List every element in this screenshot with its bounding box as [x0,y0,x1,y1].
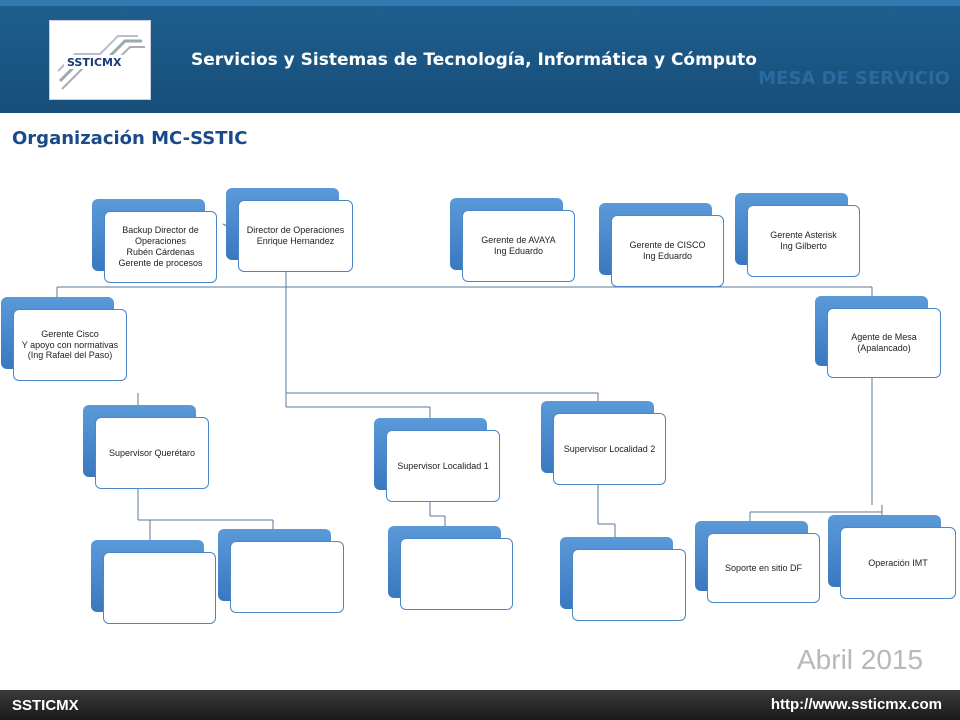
node-gerente-cisco-line1: Gerente Cisco [41,328,99,339]
node-gerente-cisco-line2: Y apoyo con normativas (Ing Rafael del P… [21,339,119,361]
node-sup-loc2-text: Supervisor Localidad 2 [563,443,656,454]
date-label: Abril 2015 [797,644,924,675]
node-sup-loc1-text: Supervisor Localidad 1 [397,460,489,471]
header-band [0,0,960,6]
footer-url-link[interactable]: http://www.ssticmx.com [770,696,942,713]
header-banner: SSTICMX Servicios y Sistemas de Tecnolog… [0,0,960,113]
page-title: Organización MC-SSTIC [12,128,248,149]
node-cisco-line1: Gerente de CISCO [629,240,706,251]
node-soporte-text: Soporte en sitio DF [724,562,803,573]
mesa-de-servicio-label: MESA DE SERVICIO [758,68,950,89]
ssticmx-logo: SSTICMX [49,20,151,100]
node-agente-text: Agente de Mesa (Apalancado) [851,332,917,353]
logo-text: SSTICMX [67,56,122,69]
node-avaya-line1: Gerente de AVAYA [481,235,556,246]
node-backup-line3: Gerente de procesos [118,257,203,268]
node-backup-line1: Backup Director de Operaciones [122,225,199,247]
node-asterisk-line2: Ing Gilberto [780,241,827,251]
node-backup-line2: Rubén Cárdenas [126,247,195,257]
node-sup-queretaro-text: Supervisor Querétaro [108,447,196,458]
node-avaya-line2: Ing Eduardo [493,246,544,256]
footer-bar [0,690,960,720]
footer-brand: SSTICMX [12,697,79,714]
node-cisco-line2: Ing Eduardo [642,251,693,261]
company-title: Servicios y Sistemas de Tecnología, Info… [191,50,757,70]
node-operacion-text: Operación IMT [868,557,928,568]
node-director-text: Director de Operaciones Enrique Hernande… [246,225,345,246]
node-asterisk-line1: Gerente Asterisk [770,230,837,241]
